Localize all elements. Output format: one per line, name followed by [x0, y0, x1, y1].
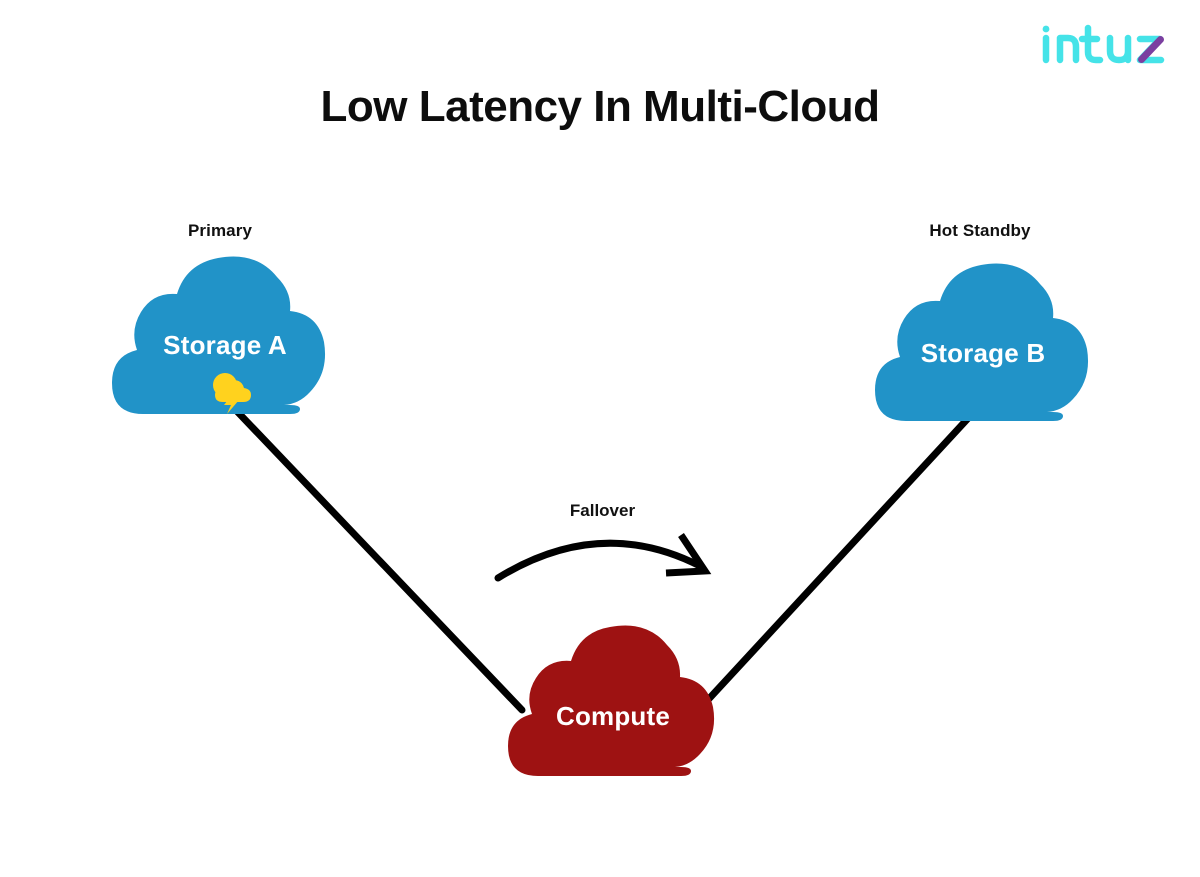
logo-accent-stroke — [1138, 36, 1164, 63]
node-storage-b[interactable] — [875, 263, 1089, 421]
edge-storage-b-to-compute — [702, 410, 976, 706]
edge-storage-a-to-compute — [227, 401, 526, 714]
page-title: Low Latency In Multi-Cloud — [320, 82, 880, 131]
label-compute: Compute — [555, 701, 671, 731]
node-storage-a[interactable] — [112, 256, 326, 414]
fallover-arrow-head — [665, 533, 712, 577]
fallover-arrow-arc — [494, 539, 704, 582]
intuz-logo[interactable] — [1040, 20, 1170, 70]
thunderstorm-icon — [213, 373, 251, 414]
node-compute[interactable] — [508, 625, 715, 776]
logo-dot — [1042, 25, 1050, 33]
label-storage-b: Storage B — [920, 338, 1046, 368]
caption-primary: Primary — [187, 221, 253, 240]
caption-hot-standby: Hot Standby — [929, 221, 1031, 240]
label-fallover: Fallover — [569, 501, 636, 520]
label-storage-a: Storage A — [163, 330, 287, 360]
